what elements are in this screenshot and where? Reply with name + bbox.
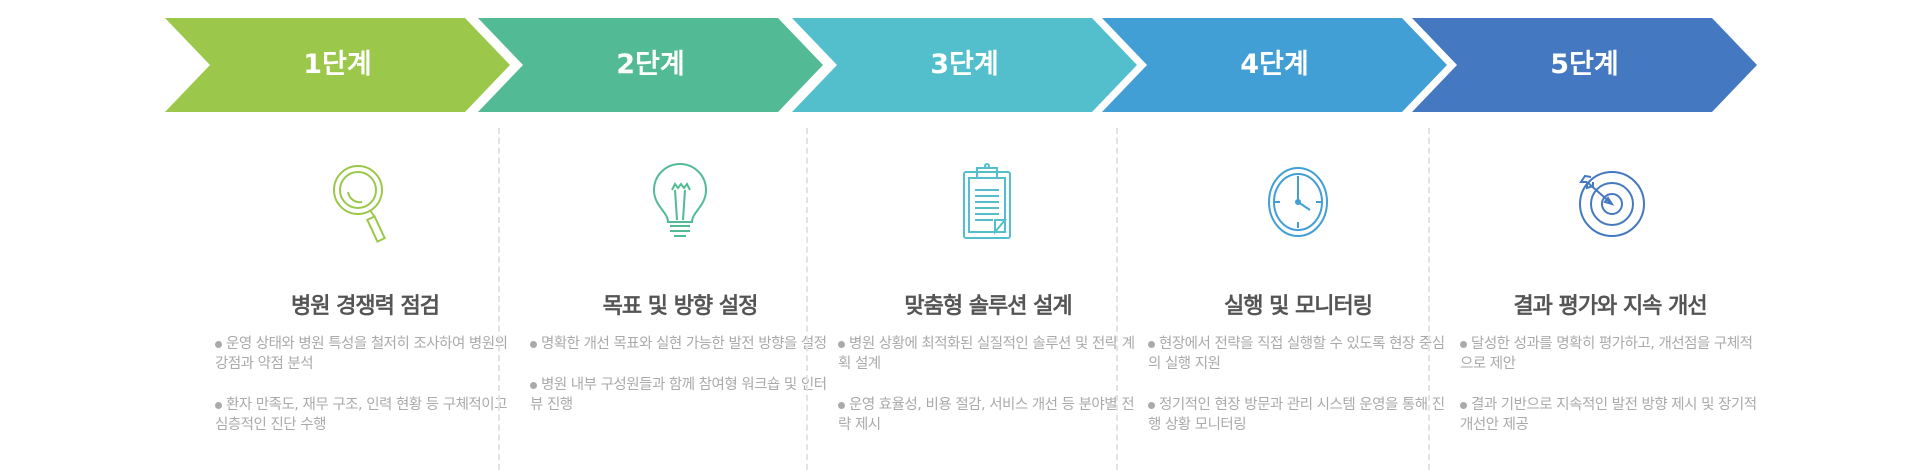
bullet-text: 병원 상황에 최적화된 실질적인 솔루션 및 전략 계획 설계 xyxy=(838,336,1135,372)
bullet-text: 명확한 개선 목표와 실현 가능한 발전 방향을 설정 xyxy=(541,336,827,352)
bullet-dot-icon xyxy=(215,401,222,409)
bullet-dot-icon xyxy=(215,340,222,348)
step-title: 병원 경쟁력 점검 xyxy=(291,294,440,319)
arrow-shape xyxy=(1102,18,1447,112)
bullet-dot-icon xyxy=(1148,340,1155,348)
bullet-text: 환자 만족도, 재무 구조, 인력 현황 등 구체적이고 심층적인 진단 수행 xyxy=(215,397,507,433)
step-title: 실행 및 모니터링 xyxy=(1224,294,1373,319)
bullet-text: 결과 기반으로 지속적인 발전 방향 제시 및 장기적 개선안 제공 xyxy=(1460,397,1757,433)
column-divider xyxy=(1428,128,1430,470)
bullet-item: 환자 만족도, 재무 구조, 인력 현황 등 구체적이고 심층적인 진단 수행 xyxy=(215,395,515,435)
bullet-item: 운영 상태와 병원 특성을 철저히 조사하여 병원의 강점과 약점 분석 xyxy=(215,334,515,374)
lightbulb-icon xyxy=(650,162,710,246)
step-arrow-5: 5단계 xyxy=(1412,18,1757,112)
bullet-dot-icon xyxy=(1460,401,1467,409)
arrow-shape xyxy=(478,18,823,112)
bullet-item: 병원 내부 구성원들과 함께 참여형 워크숍 및 인터뷰 진행 xyxy=(530,375,830,415)
bullet-text: 달성한 성과를 명확히 평가하고, 개선점을 구체적으로 제안 xyxy=(1460,336,1753,372)
step-arrow-1: 1단계 xyxy=(165,18,510,112)
bullet-item: 결과 기반으로 지속적인 발전 방향 제시 및 장기적 개선안 제공 xyxy=(1460,395,1760,435)
bullet-dot-icon xyxy=(530,381,537,389)
bullet-text: 현장에서 전략을 직접 실행할 수 있도록 현장 중심의 실행 지원 xyxy=(1148,336,1445,372)
step-label: 5단계 xyxy=(1550,49,1619,80)
bullet-item: 운영 효율성, 비용 절감, 서비스 개선 등 분야별 전략 제시 xyxy=(838,395,1138,435)
arrow-shape xyxy=(165,18,510,112)
step-title: 목표 및 방향 설정 xyxy=(602,294,759,319)
step-arrow-4: 4단계 xyxy=(1102,18,1447,112)
column-divider xyxy=(1116,128,1118,470)
step-title: 결과 평가와 지속 개선 xyxy=(1513,294,1707,319)
bullet-item: 정기적인 현장 방문과 관리 시스템 운영을 통해 진행 상황 모니터링 xyxy=(1148,395,1448,435)
step-label: 4단계 xyxy=(1240,49,1309,80)
arrow-shape xyxy=(1412,18,1757,112)
bullet-item: 현장에서 전략을 직접 실행할 수 있도록 현장 중심의 실행 지원 xyxy=(1148,334,1448,374)
bullet-text: 운영 효율성, 비용 절감, 서비스 개선 등 분야별 전략 제시 xyxy=(838,397,1135,433)
step-label: 2단계 xyxy=(616,49,685,80)
clipboard-icon xyxy=(958,162,1018,246)
bullet-item: 명확한 개선 목표와 실현 가능한 발전 방향을 설정 xyxy=(530,334,830,354)
bullet-dot-icon xyxy=(838,401,845,409)
clock-icon xyxy=(1263,162,1333,246)
bullet-dot-icon xyxy=(1460,340,1467,348)
step-label: 1단계 xyxy=(303,49,372,80)
target-icon xyxy=(1575,162,1645,246)
bullet-text: 정기적인 현장 방문과 관리 시스템 운영을 통해 진행 상황 모니터링 xyxy=(1148,397,1445,433)
bullet-dot-icon xyxy=(530,340,537,348)
step-label: 3단계 xyxy=(930,49,999,80)
arrow-shape xyxy=(792,18,1137,112)
bullet-item: 병원 상황에 최적화된 실질적인 솔루션 및 전략 계획 설계 xyxy=(838,334,1138,374)
step-title: 맞춤형 솔루션 설계 xyxy=(904,294,1072,319)
bullet-item: 달성한 성과를 명확히 평가하고, 개선점을 구체적으로 제안 xyxy=(1460,334,1760,374)
bullet-text: 병원 내부 구성원들과 함께 참여형 워크숍 및 인터뷰 진행 xyxy=(530,377,827,413)
bullet-dot-icon xyxy=(838,340,845,348)
magnifier-icon xyxy=(330,162,400,256)
step-arrow-3: 3단계 xyxy=(792,18,1137,112)
column-divider xyxy=(498,128,500,470)
column-divider xyxy=(806,128,808,470)
step-arrow-2: 2단계 xyxy=(478,18,823,112)
bullet-text: 운영 상태와 병원 특성을 철저히 조사하여 병원의 강점과 약점 분석 xyxy=(215,336,508,372)
bullet-dot-icon xyxy=(1148,401,1155,409)
